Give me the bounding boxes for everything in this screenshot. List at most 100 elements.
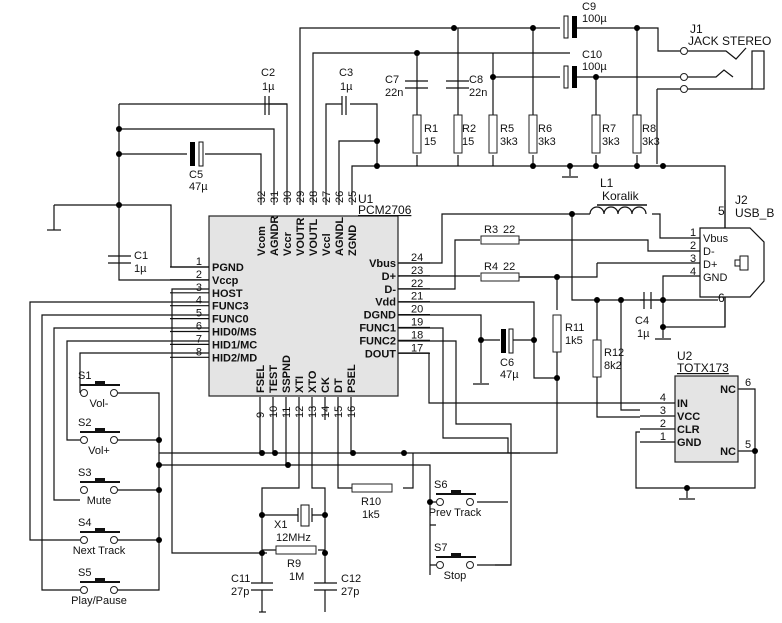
u1-pin-number: 29 [295,191,307,203]
r8-value: 3k3 [642,136,660,148]
u1-pin-name: HOST [212,288,243,300]
u1-pin-name: Vccr [282,231,294,256]
u1-pin-name: TEST [268,365,280,393]
r12-value: 8k2 [604,360,622,372]
r2-ref: R2 [462,123,476,135]
u1-pin-name: DT [333,378,345,393]
u1-pin-name: XTI [294,376,306,393]
switch-terminal [436,498,444,506]
u1-pin-name: FSEL [255,365,267,393]
l1-inductor: L1 Koralik [589,176,647,215]
switch-label: Stop [444,570,467,582]
switch-ref: S1 [78,370,91,382]
r4-ref: R4 [484,261,498,273]
u2-pin-name: CLR [677,424,700,436]
switch-terminal [80,486,88,494]
u1-pin-name: PGND [212,262,244,274]
c8-value: 22n [469,87,487,99]
u1-pin-number: 31 [269,191,281,203]
c1-value: 1µ [134,263,147,275]
switch-button-icon [451,490,461,494]
r4-value: 22 [503,261,515,273]
x1-crystal: X1 12MHz [274,504,313,544]
u1-pin-number: 23 [411,265,423,277]
u1-pin-number: 27 [321,191,333,203]
u1-pin-number: 2 [196,269,202,281]
u1-part: PCM2706 [358,203,412,217]
switch-ref: S6 [434,479,447,491]
j2-pin-number: 4 [690,266,696,278]
u1-pin-number: 26 [334,191,346,203]
switch-ref: S2 [78,417,91,429]
c11-value: 27p [231,586,249,598]
u1-pin-number: 13 [307,406,319,418]
capacitors: C2 1µ C3 1µ C5 47µ C1 1µ C7 22n C8 22n C… [108,1,652,598]
r10-value: 1k5 [362,509,380,521]
u1-top-pins: 32Vcom31AGNDR30Vccr29VOUTR28VOUTL27Vccl2… [256,191,359,256]
r10-ref: R10 [361,496,381,508]
r1-value: 15 [424,136,436,148]
c3-value: 1µ [340,81,353,93]
r1-ref: R1 [424,123,438,135]
u1-pin-number: 17 [411,342,423,354]
c5-ref: C5 [189,169,203,181]
u1-pin-name: HID0/MS [212,327,257,339]
j2-pin-name: D+ [703,259,717,271]
switch-button-icon [95,381,105,385]
c11-ref: C11 [231,573,250,585]
switch-button-icon [95,578,105,582]
switch-ref: S4 [78,517,91,529]
u2-pin-name: NC [720,384,736,396]
u1-pin-number: 10 [268,406,280,418]
c5-value: 47µ [189,181,208,193]
c2-value: 1µ [262,81,275,93]
r3-value: 22 [503,224,515,236]
u2-pin-name: IN [677,398,688,410]
u1-pin-name: Vdd [375,297,396,309]
u1-pin-name: VOUTL [308,218,320,256]
u1-pin-number: 24 [411,252,423,264]
u1-pin-number: 16 [346,406,358,418]
switch-terminal [110,436,118,444]
c9-value: 100µ [582,13,607,25]
r11-value: 1k5 [565,335,583,347]
c7-value: 22n [385,87,403,99]
u1-pin-name: Vcom [256,226,268,256]
j2-pin-number: 2 [690,240,696,252]
switch-terminal [80,536,88,544]
r12-ref: R12 [604,347,624,359]
u1-pin-name: CK [320,377,332,393]
c10-value: 100µ [582,61,607,73]
c7-ref: C7 [385,74,399,86]
u1-pin-name: XTO [307,370,319,393]
u1-pin-number: 12 [294,406,306,418]
j1-jack: J1 JACK STEREO [680,22,771,93]
c6-ref: C6 [500,357,514,369]
u1-pin-number: 15 [333,406,345,418]
c4-value: 1µ [637,328,650,340]
u1-pin-number: 4 [196,295,202,307]
u1-pin-number: 22 [411,278,423,290]
u2-pin-number: 5 [745,439,751,451]
u1-pin-number: 20 [411,304,423,316]
u1-pin-number: 14 [320,406,332,418]
u1-pin-name: DGND [364,310,396,322]
u1-pin-number: 9 [255,412,267,418]
switch-label: Mute [87,495,111,507]
u1-pin-name: DOUT [365,348,396,360]
l1-value: Koralik [602,189,640,203]
c12-ref: C12 [341,573,361,585]
j2-pin-number: 3 [690,253,696,265]
u1-pin-name: AGNDL [334,217,346,256]
